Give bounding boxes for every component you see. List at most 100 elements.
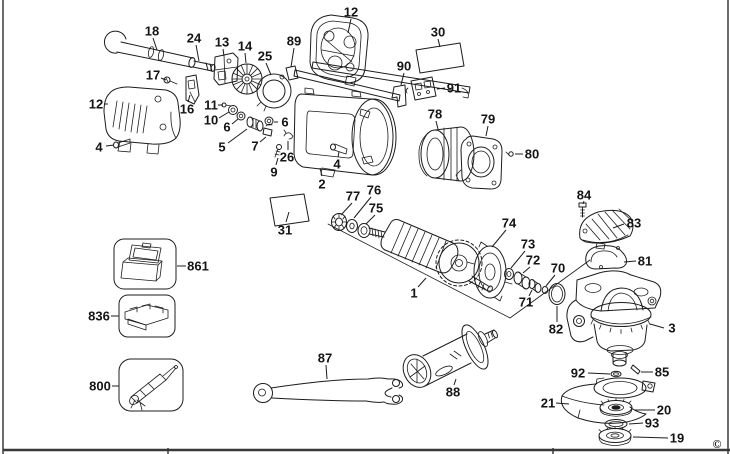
part-label-4-22: 4: [333, 157, 341, 172]
part-label-84-38: 84: [577, 188, 592, 203]
part-screw-17: [163, 76, 178, 85]
leader-line-4-22: [337, 151, 340, 158]
part-brush-holder-16: [185, 74, 200, 105]
part-label-20-46: 20: [657, 403, 671, 418]
leader-line-78-25: [435, 120, 439, 130]
leader-line-12-0: [347, 18, 352, 34]
part-label-800-51: 800: [89, 379, 111, 394]
part-motor-housing-2: [293, 87, 397, 178]
part-cover-83: [579, 208, 634, 250]
part-kitbox-861: [113, 238, 177, 290]
part-label-861-49: 861: [187, 259, 209, 274]
part-label-87-52: 87: [318, 351, 332, 366]
part-motor-cover: [103, 86, 181, 155]
leader-line-74-31: [491, 229, 507, 248]
part-label-1-37: 1: [410, 286, 417, 301]
part-label-14-4: 14: [238, 39, 253, 54]
leader-line-81-40: [623, 260, 637, 263]
part-pin-85: [630, 364, 641, 375]
part-label-plate-30: [415, 42, 465, 74]
part-label-17-10: 17: [146, 68, 160, 83]
part-label-11-13: 11: [204, 98, 218, 113]
part-label-5-16: 5: [218, 140, 225, 155]
part-switch-91: [405, 76, 437, 101]
part-label-74-31: 74: [502, 216, 517, 231]
part-label-79-26: 79: [481, 112, 495, 127]
part-label-70-34: 70: [551, 261, 565, 276]
part-wrench-87: [253, 377, 404, 405]
part-bearing-plate-79: [455, 135, 503, 190]
leader-line-30-7: [437, 38, 441, 48]
leader-line-89-6: [290, 47, 295, 68]
leader-line-91-9: [436, 87, 446, 90]
leader-line-84-38: [582, 200, 585, 205]
leader-line-31-24: [285, 211, 290, 223]
part-label-71-35: 71: [519, 295, 533, 310]
part-guard-21: [560, 377, 656, 424]
part-label-6-15: 6: [223, 120, 230, 135]
part-label-26-18: 26: [280, 150, 294, 165]
part-label-plate-31: [269, 193, 310, 227]
part-label-3-41: 3: [668, 321, 675, 336]
leader-line-87-52: [325, 364, 328, 380]
part-field-78: [418, 126, 475, 182]
part-label-72-33: 72: [526, 253, 540, 268]
part-paddle-lever: [285, 61, 471, 102]
part-screw-80: [505, 151, 514, 157]
part-bracket-90: [391, 84, 407, 108]
part-label-18-1: 18: [145, 24, 159, 39]
part-flange-19: [598, 426, 632, 446]
leader-line-77-28: [340, 202, 353, 216]
leader-line-79-26: [485, 125, 489, 137]
part-label-90-8: 90: [397, 59, 411, 74]
leader-line-13-3: [222, 48, 225, 57]
leader-line-1-37: [417, 277, 427, 288]
part-applicator-800: [118, 358, 184, 412]
part-side-handle-88: [402, 324, 498, 388]
part-label-21-45: 21: [541, 396, 555, 411]
leader-line-17-10: [160, 77, 167, 81]
leader-line-9-20: [275, 157, 279, 166]
part-label-12-11: 12: [89, 97, 103, 112]
part-label-12-0: 12: [344, 5, 358, 20]
part-label-93-47: 93: [645, 416, 659, 431]
part-shaft-24: [192, 60, 216, 72]
part-gearcase-3: [566, 270, 662, 367]
part-block-13: [213, 52, 239, 86]
part-flange-20: [599, 398, 633, 417]
leader-line-7-17: [259, 136, 267, 143]
leader-line-10-14: [218, 111, 230, 119]
part-label-88-42: 88: [446, 385, 460, 400]
part-screw-84: [578, 202, 587, 218]
leader-line-72-33: [522, 266, 531, 274]
leader-line-18-1: [152, 37, 158, 51]
leader-line-24-2: [195, 44, 200, 62]
part-armature-assembly: [327, 213, 591, 319]
part-label-24-2: 24: [187, 31, 202, 46]
part-clamp-81: [585, 245, 627, 270]
part-washer-93: [604, 419, 628, 429]
part-label-76-29: 76: [367, 183, 381, 198]
leader-line-83-39: [612, 223, 625, 229]
part-label-83-39: 83: [627, 216, 641, 231]
part-pin-4-mid: [330, 143, 348, 155]
part-hardware-cluster: [221, 102, 294, 158]
part-label-82-36: 82: [549, 322, 563, 337]
part-label-25-5: 25: [258, 49, 272, 64]
leader-line-90-8: [400, 72, 405, 86]
leader-line-73-32: [510, 250, 526, 269]
part-label-78-25: 78: [428, 107, 442, 122]
leader-line-88-42: [453, 378, 457, 386]
part-label-80-27: 80: [525, 147, 539, 162]
leader-line-14-4: [244, 52, 247, 64]
leader-line-21-45: [555, 402, 570, 405]
leader-line-25-5: [265, 62, 272, 76]
part-label-9-20: 9: [270, 165, 277, 180]
leader-line-6-15: [231, 118, 239, 125]
leader-line-5-16: [227, 128, 248, 144]
part-label-85-44: 85: [655, 365, 669, 380]
leader-line-71-35: [528, 289, 533, 297]
